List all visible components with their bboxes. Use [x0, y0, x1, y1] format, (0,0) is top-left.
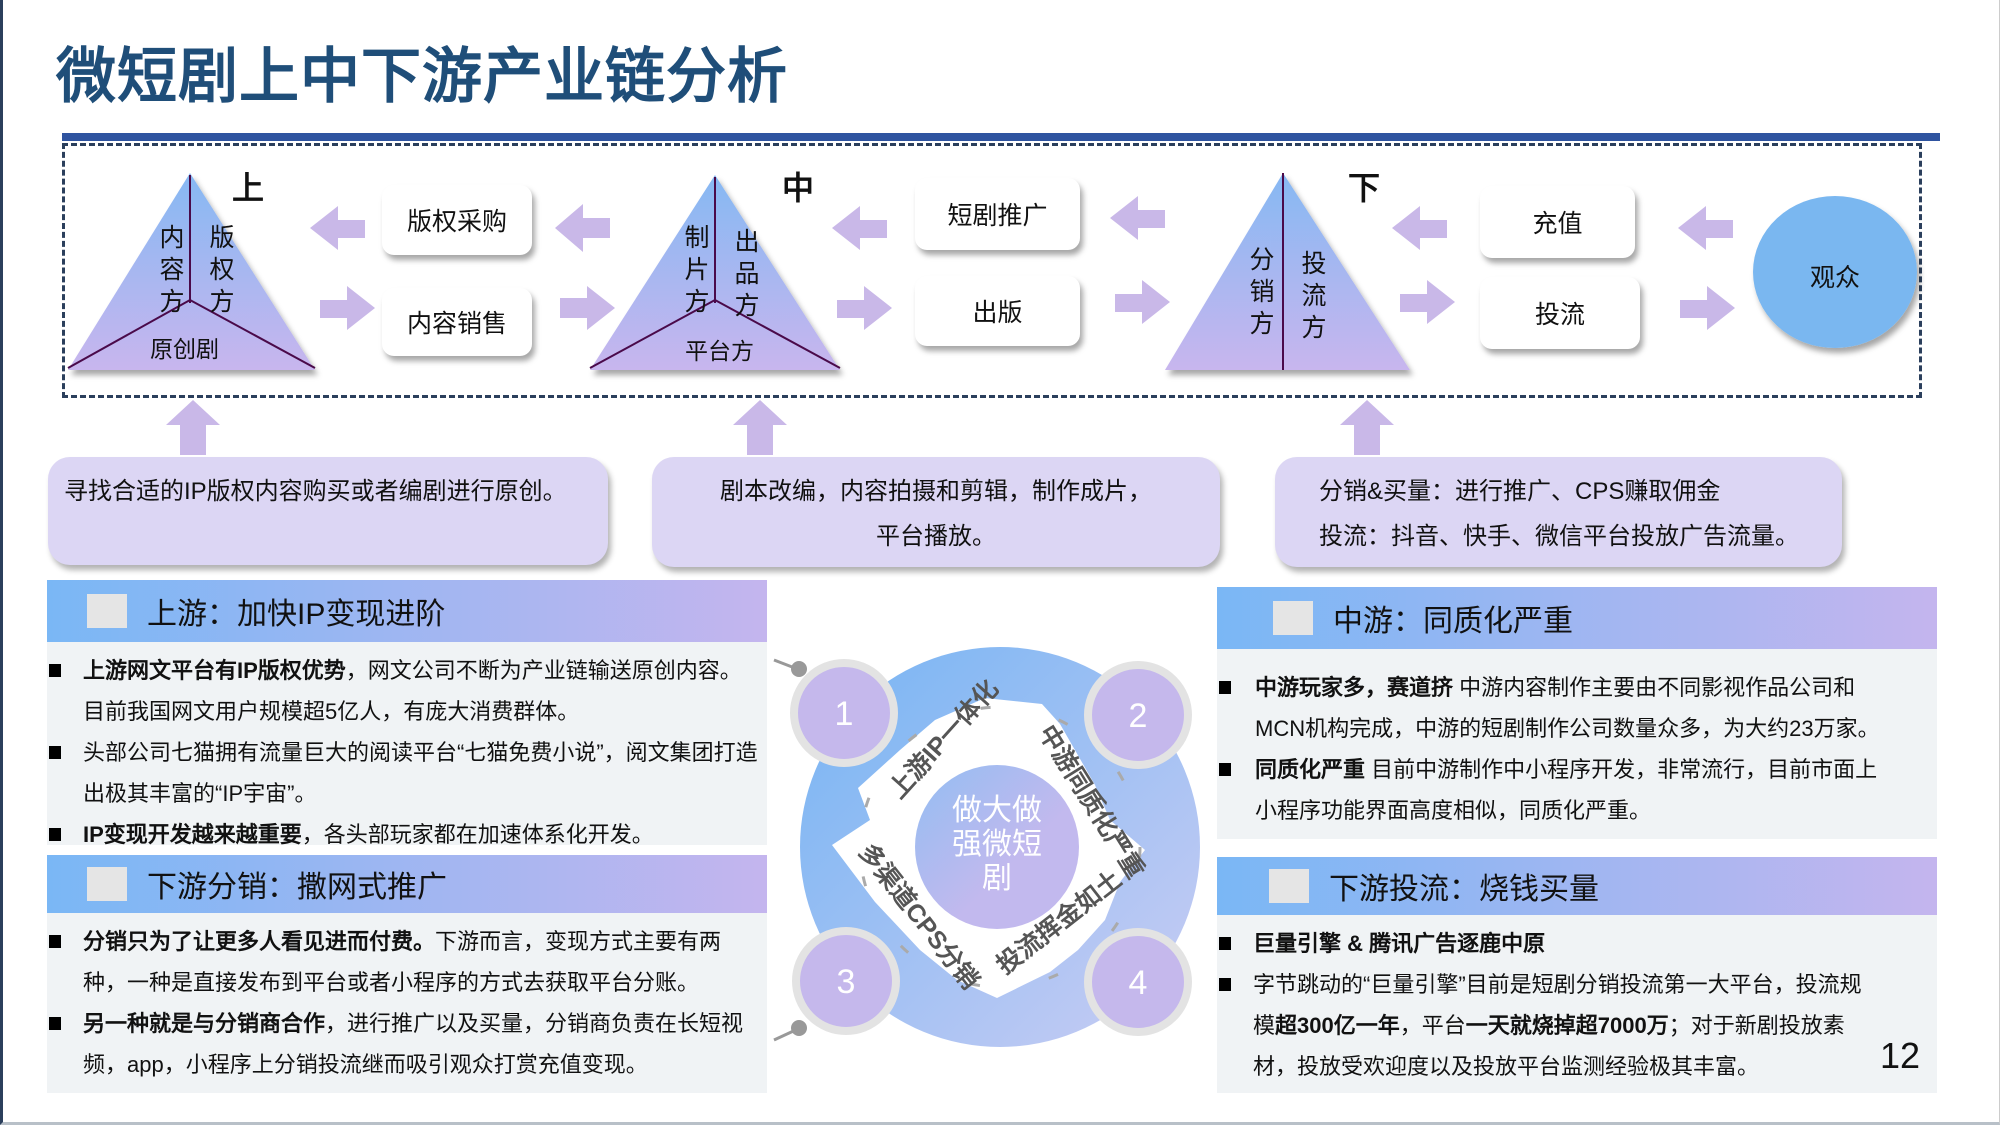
- label-content-party: 内容方: [159, 224, 185, 316]
- arrow-left-icon: [310, 206, 365, 250]
- number-badge-3: [792, 927, 900, 1035]
- box-content-sales: 内容销售: [382, 288, 532, 356]
- box-promotion: 短剧推广: [915, 178, 1080, 250]
- triangle-upstream: [68, 173, 315, 370]
- badge-number: 3: [837, 963, 856, 1001]
- label-original-drama: 原创剧: [150, 336, 219, 362]
- chain-container: [62, 143, 1922, 398]
- desc-downstream: 分销&买量：进行推广、CPS赚取佣金投流：抖音、快手、微信平台投放广告流量。: [1275, 457, 1842, 567]
- panel-midstream: 中游：同质化严重 中游玩家多，赛道挤 中游内容制作主要由不同影视作品公司和MCN…: [1217, 587, 1937, 839]
- level-downstream: 下: [1348, 170, 1381, 206]
- square-icon: [87, 867, 127, 901]
- list-item: 分销只为了让更多人看见进而付费。下游而言，变现方式主要有两种，一种是直接发布到平…: [47, 921, 761, 1003]
- list-item: 头部公司七猫拥有流量巨大的阅读平台“七猫免费小说”，阅文集团打造出极其丰富的“I…: [47, 732, 761, 814]
- label-copyright-party: 版权方: [209, 224, 235, 316]
- box-recharge: 充值: [1480, 186, 1635, 258]
- triangle-downstream: [1165, 173, 1410, 370]
- desc-midstream: 剧本改编，内容拍摄和剪辑，制作成片，平台播放。: [652, 457, 1220, 567]
- panel-adflow: 下游投流：烧钱买量 巨量引擎 & 腾讯广告逐鹿中原 字节跳动的“巨量引擎”目前是…: [1217, 857, 1937, 1093]
- arrow-right-icon: [1400, 280, 1455, 324]
- page-number: 12: [1880, 1035, 1921, 1076]
- badge-number: 1: [835, 695, 854, 733]
- arrow-right-icon: [837, 286, 892, 330]
- arrow-left-icon: [832, 206, 887, 250]
- chain-diagram: [67, 173, 1917, 455]
- list-item: 另一种就是与分销商合作，进行推广以及买量，分销商负责在长短视频，app，小程序上…: [47, 1003, 761, 1085]
- audience-label: 观众: [1810, 264, 1861, 292]
- arrow-up-icon: [166, 400, 220, 455]
- level-midstream: 中: [782, 170, 815, 206]
- arrow-left-icon: [555, 204, 610, 252]
- badge-number: 4: [1129, 964, 1148, 1002]
- number-badge-4: [1084, 928, 1192, 1036]
- arrow-right-icon: [560, 286, 615, 330]
- box-ad-flow: 投流: [1480, 277, 1640, 349]
- list-item: IP变现开发越来越重要，各头部玩家都在加速体系化开发。: [47, 814, 761, 855]
- core-diagram: 上游IP一体化 中游同质化严重 多渠道CPS分销 投流挥金如土 1 2 3 4: [773, 647, 1200, 1047]
- audience-circle: [1753, 196, 1917, 348]
- arrow-up-icon: [733, 400, 787, 455]
- arrow-right-icon: [320, 286, 375, 330]
- number-badge-1: [790, 659, 898, 767]
- list-item: 中游玩家多，赛道挤 中游内容制作主要由不同影视作品公司和MCN机构完成，中游的短…: [1217, 667, 1897, 749]
- list-item: 字节跳动的“巨量引擎”目前是短剧分销投流第一大平台，投流规模超300亿一年，平台…: [1217, 964, 1877, 1087]
- list-item: 巨量引擎 & 腾讯广告逐鹿中原: [1217, 923, 1877, 964]
- badge-number: 2: [1129, 697, 1148, 735]
- title-divider: [62, 133, 1940, 141]
- box-copyright-purchase: 版权采购: [382, 185, 532, 255]
- square-icon: [1269, 869, 1309, 903]
- square-icon: [87, 594, 127, 628]
- core-text: 做大做强微短剧: [952, 794, 1042, 895]
- label-publisher: 出品方: [734, 228, 760, 320]
- panel-upstream: 上游：加快IP变现进阶 上游网文平台有IP版权优势，网文公司不断为产业链输送原创…: [47, 580, 767, 847]
- label-ad-buyer: 投流方: [1301, 250, 1327, 342]
- core-circle: [915, 765, 1079, 929]
- list-item: 上游网文平台有IP版权优势，网文公司不断为产业链输送原创内容。目前我国网文用户规…: [47, 650, 761, 732]
- label-producer: 制片方: [684, 224, 710, 316]
- label-platform: 平台方: [685, 338, 754, 364]
- page-title: 微短剧上中下游产业链分析: [56, 43, 788, 110]
- arrow-right-icon: [1680, 286, 1735, 330]
- arrow-left-icon: [1392, 206, 1447, 250]
- panel-distribution: 下游分销：撒网式推广 分销只为了让更多人看见进而付费。下游而言，变现方式主要有两…: [47, 855, 767, 1093]
- list-item: 同质化严重 目前中游制作中小程序开发，非常流行，目前市面上小程序功能界面高度相似…: [1217, 749, 1897, 831]
- desc-upstream: 寻找合适的IP版权内容购买或者编剧进行原创。: [48, 457, 608, 565]
- arrow-up-icon: [1340, 400, 1394, 455]
- arrow-left-icon: [1678, 206, 1733, 250]
- label-distributor: 分销方: [1249, 246, 1275, 338]
- box-publish: 出版: [915, 276, 1080, 346]
- arrow-right-icon: [1115, 280, 1170, 324]
- number-badge-2: [1084, 661, 1192, 769]
- arrow-left-icon: [1110, 196, 1165, 240]
- square-icon: [1273, 601, 1313, 635]
- level-upstream: 上: [232, 170, 265, 206]
